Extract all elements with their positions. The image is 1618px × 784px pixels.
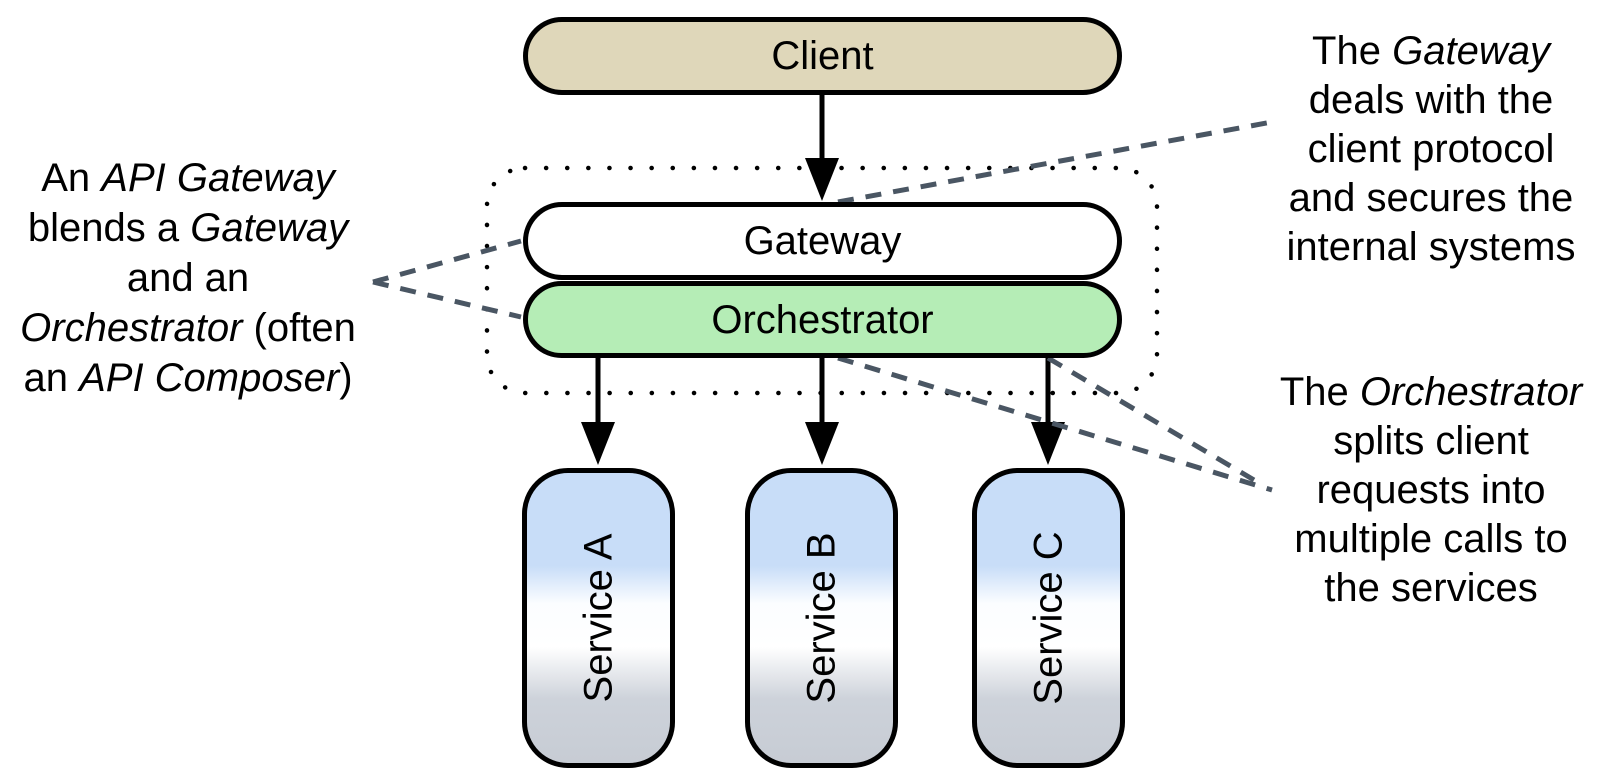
annotation-text-segment: blends a — [27, 206, 191, 250]
annotation-text-segment: deals with the — [1308, 78, 1554, 122]
annotation-text-segment: client protocol — [1307, 127, 1555, 171]
annotation-gateway-role: The Gateway deals with the client protoc… — [1244, 27, 1618, 272]
annotation-text-segment: an — [23, 356, 80, 400]
arrow-orchestrator-to-service-b — [805, 358, 839, 465]
annotation-text-segment: the services — [1324, 566, 1538, 610]
arrow-head — [805, 422, 839, 465]
annotation-line: client protocol — [1244, 125, 1618, 174]
annotation-line: The Gateway — [1244, 27, 1618, 76]
annotation-line: blends a Gateway — [0, 203, 376, 253]
annotation-text-segment: splits client — [1333, 419, 1529, 463]
annotation-text-segment: An — [41, 156, 102, 200]
arrow-head — [1031, 422, 1065, 465]
node-client: Client — [523, 17, 1122, 95]
annotation-line: splits client — [1244, 417, 1618, 466]
dashed-link-gateway-to-right-note — [837, 119, 1273, 205]
annotation-text-segment: Orchestrator — [1359, 370, 1583, 414]
annotation-text-segment: (often — [242, 306, 356, 350]
node-label: Service A — [576, 533, 621, 703]
annotation-text-segment: API Composer — [79, 356, 340, 400]
annotation-line: deals with the — [1244, 76, 1618, 125]
annotation-text-segment: Gateway — [190, 206, 349, 250]
annotation-line: and secures the — [1244, 174, 1618, 223]
node-orchestrator: Orchestrator — [523, 281, 1122, 358]
arrow-orchestrator-to-service-c — [1031, 358, 1065, 465]
dashed-link-left-note-to-orchestrator — [372, 279, 522, 320]
annotation-line: internal systems — [1244, 223, 1618, 272]
annotation-line: and an — [0, 253, 376, 303]
annotation-line: Orchestrator (often — [0, 303, 376, 353]
node-label: Client — [771, 34, 874, 78]
annotation-text-segment: Orchestrator — [20, 306, 243, 350]
annotation-text-segment: internal systems — [1286, 225, 1576, 269]
annotation-text-segment: The — [1279, 370, 1360, 414]
annotation-line: an API Composer) — [0, 353, 376, 403]
arrow-orchestrator-to-service-a — [581, 358, 615, 465]
node-service-a: Service A — [522, 468, 675, 768]
node-label: Service C — [1026, 531, 1071, 705]
node-label: Service B — [799, 532, 844, 704]
annotation-text-segment: The — [1312, 29, 1393, 73]
node-service-c: Service C — [972, 468, 1125, 768]
annotation-line: the services — [1244, 564, 1618, 613]
annotation-line: requests into — [1244, 466, 1618, 515]
annotation-text-segment: multiple calls to — [1294, 517, 1568, 561]
node-label: Gateway — [743, 219, 902, 263]
annotation-line: multiple calls to — [1244, 515, 1618, 564]
arrow-client-to-gateway — [805, 95, 839, 201]
annotation-api-gateway-definition: An API Gateway blends a Gateway and an O… — [0, 153, 376, 403]
node-service-b: Service B — [745, 468, 898, 768]
node-gateway: Gateway — [523, 202, 1122, 280]
annotation-text-segment: Gateway — [1392, 29, 1550, 73]
annotation-line: The Orchestrator — [1244, 368, 1618, 417]
arrow-head — [581, 422, 615, 465]
annotation-orchestrator-role: The Orchestrator splits client requests … — [1244, 368, 1618, 613]
annotation-text-segment: and an — [126, 256, 250, 300]
annotation-text-segment: requests into — [1316, 468, 1546, 512]
dashed-link-left-note-to-gateway — [372, 238, 522, 285]
dashed-link-orchestrator-to-right-note-2 — [1046, 355, 1256, 483]
annotation-line: An API Gateway — [0, 153, 376, 203]
annotation-text-segment: ) — [339, 356, 353, 400]
arrow-head — [805, 158, 839, 201]
annotation-text-segment: and secures the — [1288, 176, 1574, 220]
annotation-text-segment: API Gateway — [101, 156, 335, 200]
node-label: Orchestrator — [711, 297, 934, 342]
